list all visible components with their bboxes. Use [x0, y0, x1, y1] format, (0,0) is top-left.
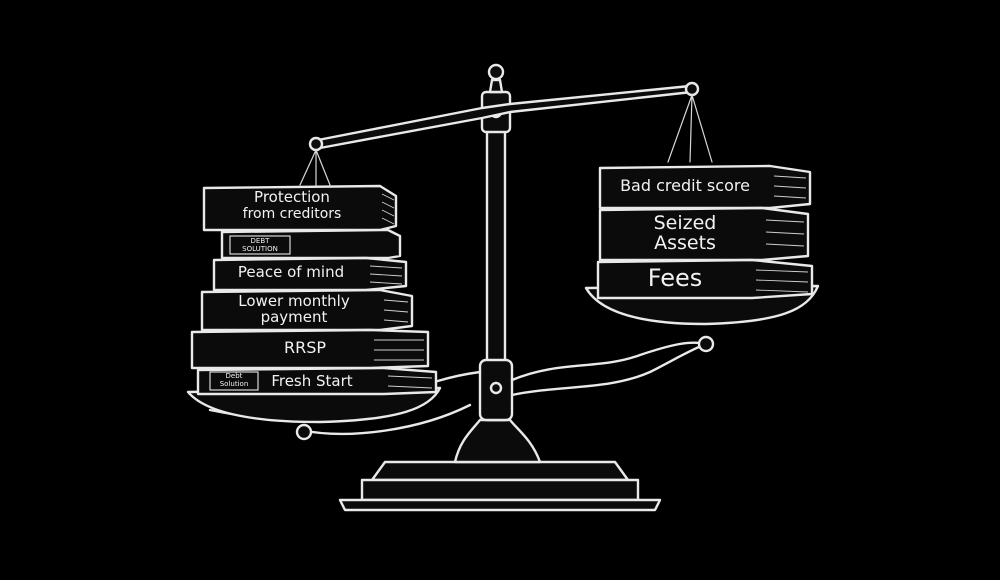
book-title-line1: Bad credit score — [620, 176, 750, 195]
book-title-line1: Seized — [653, 212, 717, 234]
book-title-line1: Fresh Start — [271, 372, 353, 390]
book-title-line1: Peace of mind — [237, 263, 345, 281]
scale-column — [478, 63, 514, 422]
book-rrsp: RRSP — [240, 340, 370, 356]
book-title-line1: Fees — [647, 264, 703, 292]
scale-base — [338, 418, 662, 512]
book-fees: Fees — [620, 266, 730, 290]
book-title-line1: Lower monthly — [238, 292, 350, 310]
book-fresh-start: Fresh Start — [262, 374, 362, 389]
book-title-line2: Assets — [654, 231, 716, 254]
scale-beam — [308, 81, 700, 152]
right-book-stack — [596, 164, 814, 300]
book-protection-from-creditors: Protection from creditors — [212, 188, 372, 222]
book-title-line2: from creditors — [242, 206, 342, 222]
left-pan — [186, 386, 442, 424]
stamp-line1: DEBT — [250, 237, 270, 245]
stamp-line1: Debt — [225, 372, 243, 380]
stamp-line2: SOLUTION — [242, 244, 278, 253]
book-lower-monthly-payment: Lower monthly payment — [206, 294, 382, 325]
book-bad-credit-score: Bad credit score — [610, 178, 760, 194]
pan-chains — [299, 94, 713, 186]
book-debt-solution-small-stamp: Debt Solution — [210, 372, 258, 388]
book-seized-assets: Seized Assets — [620, 212, 750, 254]
book-title-line1: Protection — [254, 188, 330, 206]
left-book-stack — [190, 184, 438, 396]
book-debt-solution-stamp: DEBT SOLUTION — [230, 237, 290, 253]
stamp-line2: Solution — [219, 379, 249, 388]
book-peace-of-mind: Peace of mind — [216, 265, 366, 280]
book-title-line1: RRSP — [283, 338, 327, 357]
book-title-line2: payment — [260, 308, 328, 326]
